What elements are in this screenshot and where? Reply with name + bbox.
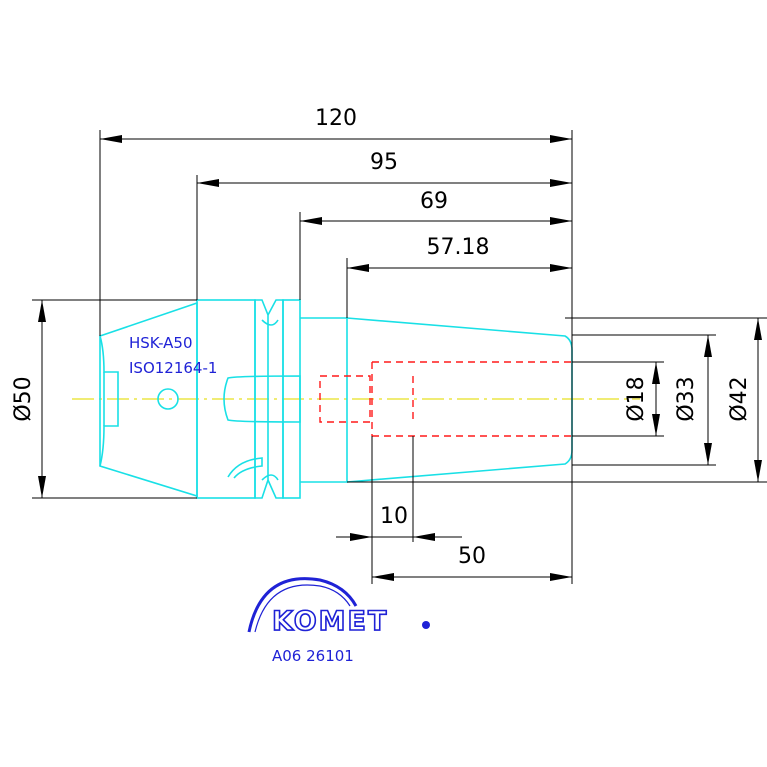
hsk-groove bbox=[99, 335, 119, 467]
dim-text-10: 10 bbox=[380, 504, 408, 529]
dim-text-dia50: Ø50 bbox=[11, 376, 36, 421]
tool-outline bbox=[99, 299, 573, 499]
v-groove-top-curve bbox=[261, 319, 279, 326]
dim-text-5718: 57.18 bbox=[427, 235, 490, 260]
dim-text-dia33: Ø33 bbox=[674, 376, 699, 421]
dim-text-dia42: Ø42 bbox=[727, 376, 752, 421]
logo-wordmark: KOMET bbox=[272, 606, 388, 637]
dim-text-69: 69 bbox=[420, 189, 448, 214]
interface-label: HSK-A50 bbox=[129, 334, 193, 352]
dim-text-95: 95 bbox=[370, 150, 398, 175]
drive-hole bbox=[157, 388, 179, 410]
logo-arc bbox=[247, 577, 358, 633]
part-number: A06 26101 bbox=[272, 647, 354, 665]
standard-label: ISO12164-1 bbox=[129, 359, 217, 377]
dim-text-dia18: Ø18 bbox=[624, 376, 649, 421]
komet-logo: KOMET bbox=[247, 577, 430, 638]
body-neck bbox=[300, 317, 348, 483]
dim-text-50: 50 bbox=[458, 544, 486, 569]
collar bbox=[282, 299, 301, 499]
hidden-bore bbox=[319, 361, 572, 437]
dimension-lines bbox=[32, 130, 767, 584]
flange-notch bbox=[227, 457, 263, 479]
taper-body bbox=[346, 317, 573, 483]
v-groove-bottom-curve bbox=[261, 474, 279, 481]
logo-dot bbox=[422, 621, 430, 629]
flange-slot bbox=[223, 375, 301, 423]
dim-text-120: 120 bbox=[315, 106, 357, 131]
hidden-bore-rear bbox=[319, 375, 371, 423]
